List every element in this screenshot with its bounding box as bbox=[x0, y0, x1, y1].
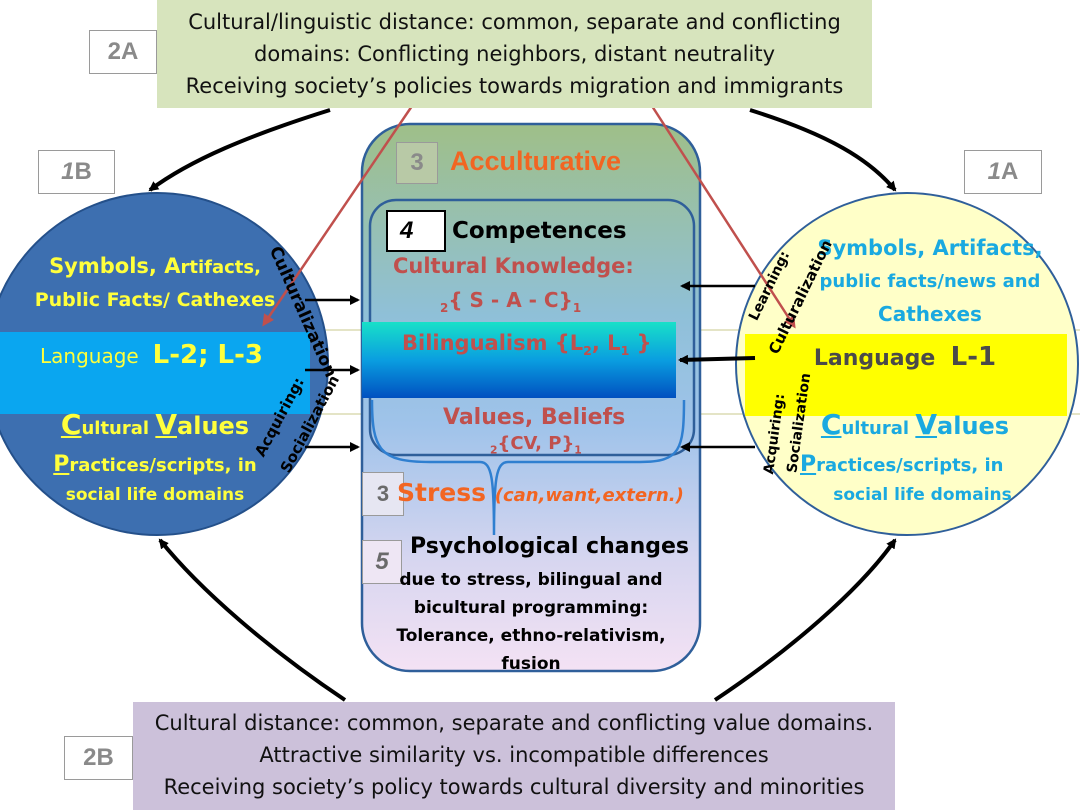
tag-3-acculturative: 3 bbox=[396, 142, 438, 184]
right-language-label: Language L-1 bbox=[813, 342, 997, 372]
bilingualism-bar bbox=[362, 322, 676, 398]
top-banner-line2: domains: Conflicting neighbors, distant … bbox=[254, 42, 775, 66]
right-cultural-values: Cultural Values bbox=[820, 408, 1010, 441]
stress-label: Stress (can,want,extern.) bbox=[397, 478, 684, 507]
arrow-bottom-left bbox=[158, 538, 347, 702]
left-language-label: Language L-2; L-3 bbox=[40, 340, 263, 370]
psych-changes-label: Psychological changes bbox=[410, 534, 689, 559]
left-practices-line2: social life domains bbox=[65, 485, 245, 505]
left-language-band bbox=[10, 332, 310, 414]
right-practices-line2: social life domains bbox=[833, 485, 1012, 505]
tag-5-psych: 5 bbox=[362, 540, 402, 584]
cultural-knowledge-formula: 2{ S - A - C}1 bbox=[440, 288, 582, 315]
top-banner: Cultural/linguistic distance: common, se… bbox=[157, 0, 872, 108]
right-symbols-line1: Symbols, Artifacts, bbox=[817, 236, 1043, 260]
red-arrow-left bbox=[262, 105, 414, 327]
values-beliefs-formula: 2{CV, P}1 bbox=[490, 433, 582, 457]
red-arrow-right bbox=[650, 105, 796, 329]
bottom-banner-line1: Cultural distance: common, separate and … bbox=[154, 711, 874, 735]
psych-line4: fusion bbox=[501, 654, 561, 674]
right-practices: Practices/scripts, in bbox=[800, 452, 1004, 477]
right-symbols-line3: Cathexes bbox=[878, 302, 982, 326]
acculturative-label: Acculturative bbox=[450, 146, 622, 176]
left-practices: Practices/scripts, in bbox=[53, 452, 257, 477]
left-symbols-line: Symbols, Artifacts, bbox=[49, 254, 261, 278]
tag-4-competences: 4 bbox=[386, 210, 446, 252]
top-banner-line1: Cultural/linguistic distance: common, se… bbox=[188, 10, 841, 34]
left-public-facts: Public Facts/ Cathexes bbox=[34, 289, 276, 311]
arrow-top-right bbox=[749, 108, 897, 192]
bottom-banner-line2: Attractive similarity vs. incompatible d… bbox=[259, 743, 769, 767]
top-banner-line3: Receiving society’s policies towards mig… bbox=[185, 74, 844, 98]
psych-line1: due to stress, bilingual and bbox=[399, 570, 663, 590]
right-symbols-line2: public facts/news and bbox=[819, 271, 1041, 292]
left-cultural-values: Cultural Values bbox=[60, 408, 250, 441]
values-beliefs-label: Values, Beliefs bbox=[443, 405, 626, 430]
psych-line2: bicultural programming: bbox=[413, 598, 649, 618]
arrow-bottom-right bbox=[713, 538, 897, 702]
right-language-band bbox=[745, 334, 1067, 416]
tag-3-stress: 3 bbox=[362, 472, 404, 516]
bottom-banner: Cultural distance: common, separate and … bbox=[133, 702, 895, 810]
bilingualism-label: Bilingualism {L2, L1 } bbox=[402, 331, 652, 359]
bottom-banner-line3: Receiving society’s policy towards cultu… bbox=[163, 775, 865, 799]
cultural-knowledge-label: Cultural Knowledge: bbox=[393, 254, 634, 278]
competences-brace bbox=[370, 399, 686, 536]
competences-label: Competences bbox=[452, 218, 627, 244]
arrow-top-left bbox=[148, 108, 331, 192]
psych-line3: Tolerance, ethno-relativism, bbox=[396, 626, 666, 646]
